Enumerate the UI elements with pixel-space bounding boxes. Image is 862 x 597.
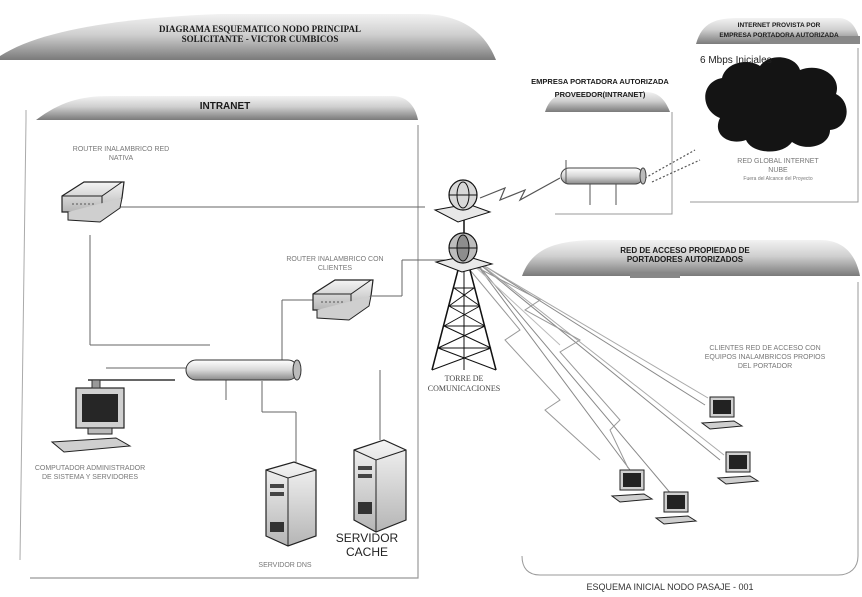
tower-antenna-bottom-icon <box>448 232 478 264</box>
cache-server-label: SERVIDOR CACHE <box>322 531 412 560</box>
intranet-links <box>88 206 452 462</box>
client-router-icon <box>312 279 374 321</box>
diagram-caption: ESQUEMA INICIAL NODO PASAJE - 001 <box>586 582 754 592</box>
carrier-pipe <box>560 160 647 205</box>
cloud-note: Fuera del Alcance del Proyecto <box>743 175 813 182</box>
access-client-icon <box>654 491 698 525</box>
router-icon <box>61 181 125 223</box>
internet-cloud <box>705 57 847 152</box>
cloud-label: RED GLOBAL INTERNET NUBE Fuera del Alcan… <box>718 158 838 182</box>
carrier-title: EMPRESA PORTADORA AUTORIZADA PROVEEDOR(I… <box>500 77 700 99</box>
access-client-icon <box>610 469 654 503</box>
tower-antenna-top-icon <box>448 179 478 211</box>
access-client-icon <box>700 396 744 430</box>
access-title-line2: PORTADORES AUTORIZADOS <box>626 255 744 265</box>
main-title-line1: DIAGRAMA ESQUEMATICO NODO PRINCIPAL <box>159 24 361 34</box>
access-panel <box>521 240 860 576</box>
intranet-title: INTRANET <box>199 101 251 112</box>
access-client-icon <box>716 451 760 485</box>
admin-computer-label: COMPUTADOR ADMINISTRADOR DE SISTEMA Y SE… <box>34 465 146 481</box>
carrier-title-line1: EMPRESA PORTADORA AUTORIZADA <box>531 77 669 86</box>
internet-title-line2: EMPRESA PORTADORA AUTORIZADA <box>719 32 839 40</box>
internet-panel <box>690 18 860 203</box>
internet-title: INTERNET PROVISTA POR EMPRESA PORTADORA … <box>698 22 860 40</box>
router-label: ROUTER INALAMBRICO RED NATIVA <box>72 146 170 162</box>
cloud-label-line2: NUBE <box>768 166 788 174</box>
client-router-label: ROUTER INALAMBRICO CON CLIENTES <box>286 256 384 272</box>
intranet-panel <box>19 96 419 579</box>
tower-label-line2: COMUNICACIONES <box>427 384 501 393</box>
wireless-links <box>479 149 701 202</box>
tower-label-line1: TORRE DE <box>444 374 484 383</box>
carrier-panel <box>545 92 673 215</box>
cache-label-line1: SERVIDOR <box>335 531 399 545</box>
dns-server-icon <box>265 461 317 547</box>
dns-server-label: SERVIDOR DNS <box>258 562 312 569</box>
intranet-banner <box>36 96 418 120</box>
access-note: CLIENTES RED DE ACCESO CON EQUIPOS INALA… <box>704 345 826 370</box>
cloud-label-line1: RED GLOBAL INTERNET <box>737 158 819 165</box>
internet-speed: 6 Mbps Iniciales <box>700 55 772 66</box>
carrier-title-line2: PROVEEDOR(INTRANET) <box>554 89 646 99</box>
intranet-bus <box>185 359 302 381</box>
main-title: DIAGRAMA ESQUEMATICO NODO PRINCIPAL SOLI… <box>110 24 410 45</box>
admin-computer-icon <box>50 379 132 453</box>
carrier-banner <box>545 92 670 112</box>
cache-server-icon <box>353 439 407 533</box>
tower-label: TORRE DE COMUNICACIONES <box>412 374 516 394</box>
access-title: RED DE ACCESO PROPIEDAD DE PORTADORES AU… <box>560 246 810 264</box>
access-banner <box>522 240 860 276</box>
main-title-line2: SOLICITANTE - VICTOR CUMBICOS <box>181 34 339 45</box>
cache-label-line2: CACHE <box>345 545 388 560</box>
internet-title-line1: INTERNET PROVISTA POR <box>737 22 821 29</box>
communications-tower-icon <box>431 200 497 371</box>
main-title-banner <box>0 14 496 60</box>
access-links <box>469 257 725 496</box>
access-title-line1: RED DE ACCESO PROPIEDAD DE <box>620 246 750 255</box>
